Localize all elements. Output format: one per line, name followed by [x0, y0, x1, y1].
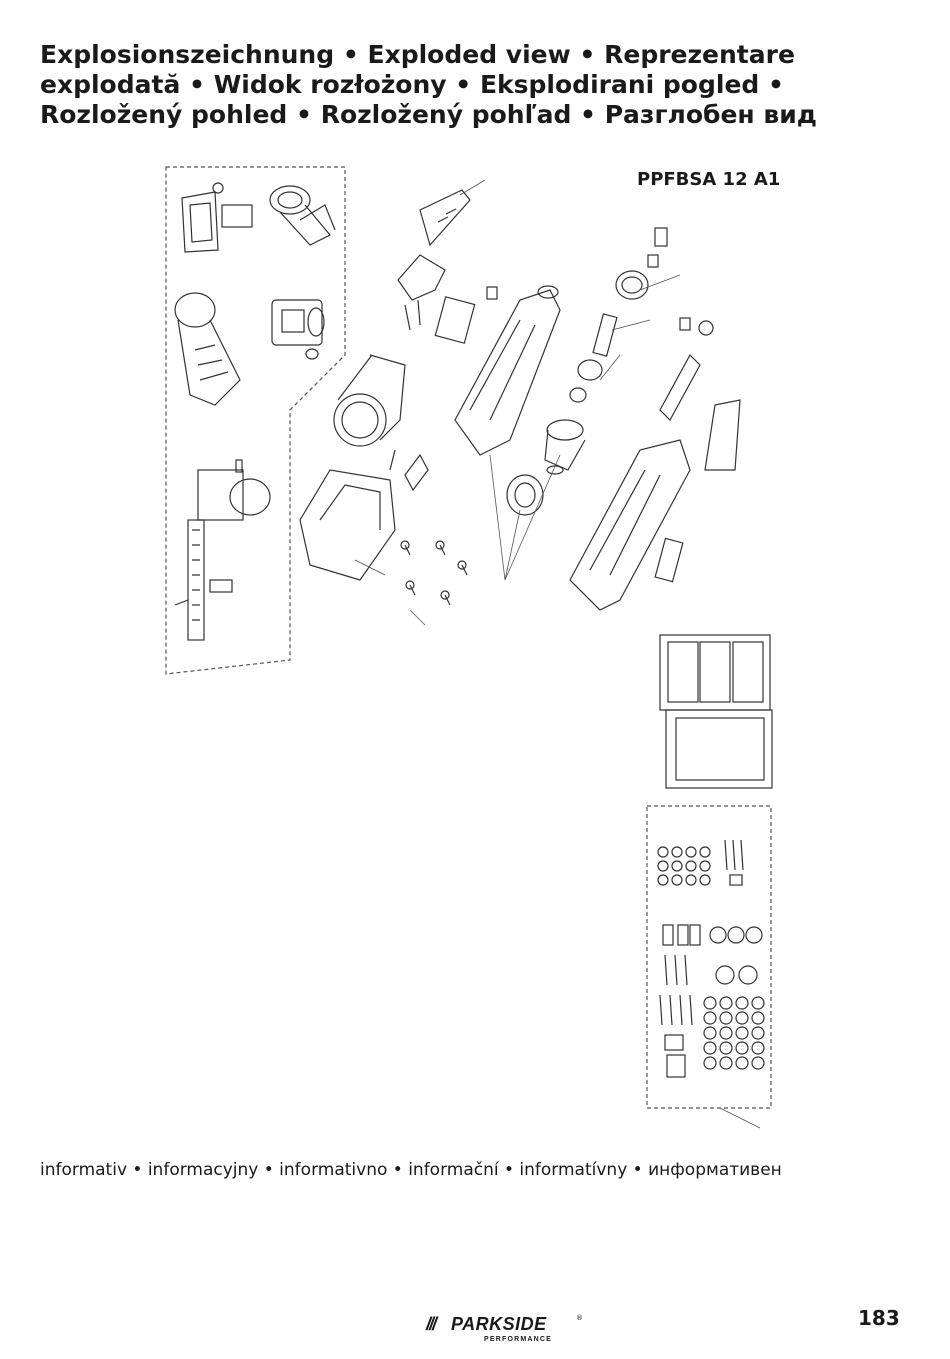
part-collet	[615, 227, 668, 300]
footnote: informativ • informacyjny • informativno…	[40, 1160, 782, 1180]
registered-mark: ®	[576, 1314, 583, 1322]
accessory-set-bits	[659, 839, 744, 1078]
accessory-dashed-frame	[165, 166, 346, 675]
part-battery	[333, 354, 406, 447]
part-cutter-guide	[174, 459, 271, 641]
part-dust-guard	[181, 182, 253, 253]
page-number: 183	[858, 1306, 900, 1330]
part-wrench	[659, 354, 701, 421]
part-shaft	[592, 313, 714, 357]
brand-slashes: ///	[426, 1314, 437, 1334]
part-spring	[404, 453, 429, 492]
part-angle-attachment	[174, 292, 241, 406]
part-blade	[704, 399, 741, 471]
part-slider	[434, 286, 498, 344]
part-carry-case	[659, 634, 773, 789]
part-nozzle	[269, 185, 336, 246]
part-magnet	[506, 474, 544, 516]
accessory-set-discs	[657, 846, 765, 1070]
part-housing-left	[454, 285, 561, 456]
part-bearing	[569, 359, 603, 403]
leader-lines	[354, 179, 761, 1129]
parkside-logo: /// PARKSIDE ® PERFORMANCE	[426, 1314, 586, 1350]
part-tool-clip	[397, 189, 471, 331]
part-charger	[299, 449, 396, 581]
part-housing-right	[569, 439, 691, 611]
accessory-set-frame	[646, 805, 772, 1109]
part-collar	[271, 299, 325, 360]
brand-name: PARKSIDE	[451, 1314, 547, 1334]
page-title: Explosionszeichnung • Exploded view • Re…	[40, 40, 817, 129]
brand-subtitle: PERFORMANCE	[484, 1336, 553, 1343]
part-grip	[654, 537, 684, 583]
model-number: PPFBSA 12 A1	[637, 169, 781, 190]
part-armature	[544, 419, 586, 475]
part-screws	[400, 540, 468, 606]
